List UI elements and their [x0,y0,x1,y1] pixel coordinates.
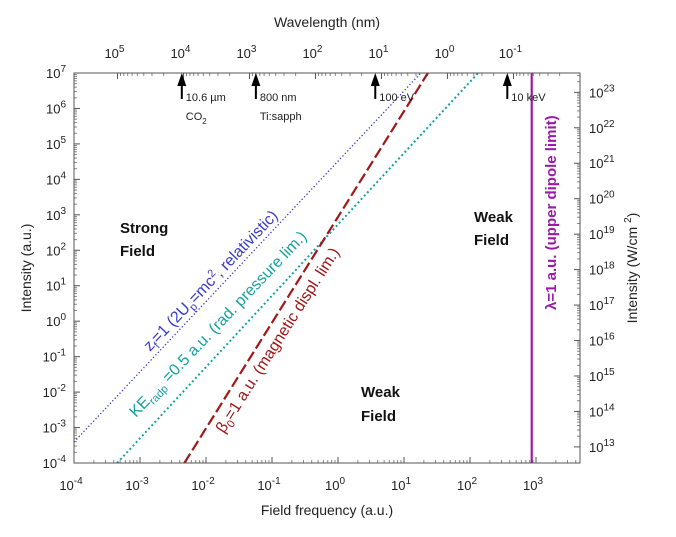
100ev-marker: 100 eV [370,73,415,104]
x2-tick-label: 102 [302,44,322,61]
marker-label: 10 keV [511,92,546,104]
x2-tick-label: 100 [434,44,454,61]
y-axis-title: Intensity (a.u.) [18,224,34,313]
y2-tick-label: 1014 [589,402,615,419]
x-axis-title: Field frequency (a.u.) [261,502,393,518]
y2-tick-label: 1023 [589,83,615,100]
weak-field-label-upper-2: Field [474,232,509,249]
y-tick-label: 103 [46,206,66,223]
marker-label: 800 nm [260,92,297,104]
marker-label: 10.6 µm [186,92,226,104]
y2-tick-label: 1022 [589,119,615,136]
x-tick-label: 10-1 [257,476,281,493]
y2-tick-label: 1018 [589,261,615,278]
y2-tick-label: 1015 [589,367,615,384]
weak-field-label-lower: Weak [361,384,401,401]
weak-field-label-upper: Weak [474,209,514,226]
marker-label: 100 eV [379,92,415,104]
x2-tick-label: 101 [368,44,388,61]
x2-tick-label: 103 [236,44,256,61]
x-tick-label: 10-4 [59,476,83,493]
y-tick-label: 106 [46,99,66,116]
y2-title-sup: 2 [623,217,634,223]
y2-tick-label: 1020 [589,190,615,207]
ticks-layer: 10-4 10-3 10-2 10-1 100 101 102 103 10-4 10-3 10-2… [43,44,615,493]
magnetic-displ-line [183,72,429,464]
y-tick-label: 10-1 [43,348,67,365]
y2-axis-title: Intensity (W/cm 2) [623,213,640,324]
y2-title-end: ) [624,213,640,218]
x-tick-label: 101 [391,476,411,493]
magnetic-displ-label: β0=1 a.u. (magnetic displ. lim.) [213,245,346,438]
y-tick-label: 10-4 [43,454,67,471]
y2-tick-label: 1017 [589,296,615,313]
relativistic-line [73,72,422,443]
arrow-up-icon [251,73,261,86]
x-tick-label: 103 [523,476,543,493]
plot-frame [73,72,581,464]
y-tick-label: 10-2 [43,383,67,400]
x2-tick-label: 10-1 [499,44,523,61]
x2-tick-label: 105 [104,44,124,61]
y2-tick-label: 1013 [589,438,615,455]
series-layer [73,72,533,464]
y-tick-label: 105 [46,135,66,152]
x-tick-label: 10-2 [191,476,215,493]
arrow-up-icon [370,73,380,86]
ti-sapph-marker: 800 nm Ti:sapph [251,73,302,123]
marker-sublabel: Ti:sapph [260,111,302,123]
y-tick-label: 102 [46,241,66,258]
marker-sublabel: CO2 [186,111,208,126]
x-tick-label: 100 [325,476,345,493]
strong-field-label-2: Field [120,243,155,260]
x-tick-label: 102 [457,476,477,493]
y-tick-label: 10-3 [43,419,67,436]
y-tick-label: 100 [46,312,66,329]
y2-tick-label: 1019 [589,225,615,242]
weak-field-label-lower-2: Field [361,408,396,425]
arrow-up-icon [177,73,187,86]
rad-pressure-line [116,72,479,464]
x-tick-label: 10-3 [125,476,149,493]
y2-tick-label: 1016 [589,332,615,349]
y-tick-label: 101 [46,277,66,294]
strong-field-label: Strong [120,220,168,237]
x2-tick-label: 104 [170,44,190,61]
y-tick-label: 107 [46,64,66,81]
10kev-marker: 10 keV [502,73,546,104]
arrow-up-icon [502,73,512,86]
y2-tick-label: 1021 [589,154,615,171]
x2-axis-title: Wavelength (nm) [274,14,380,30]
annotations-layer: zf=1 (2Up=mc2, relativistic)KEradp =0.5 … [127,73,560,438]
y-tick-label: 104 [46,170,66,187]
y2-title-main: Intensity (W/cm [624,227,640,323]
co2-laser-marker: 10.6 µm CO2 [177,73,226,126]
dipole-limit-label: λ=1 a.u. (upper dipole limit) [543,115,560,310]
